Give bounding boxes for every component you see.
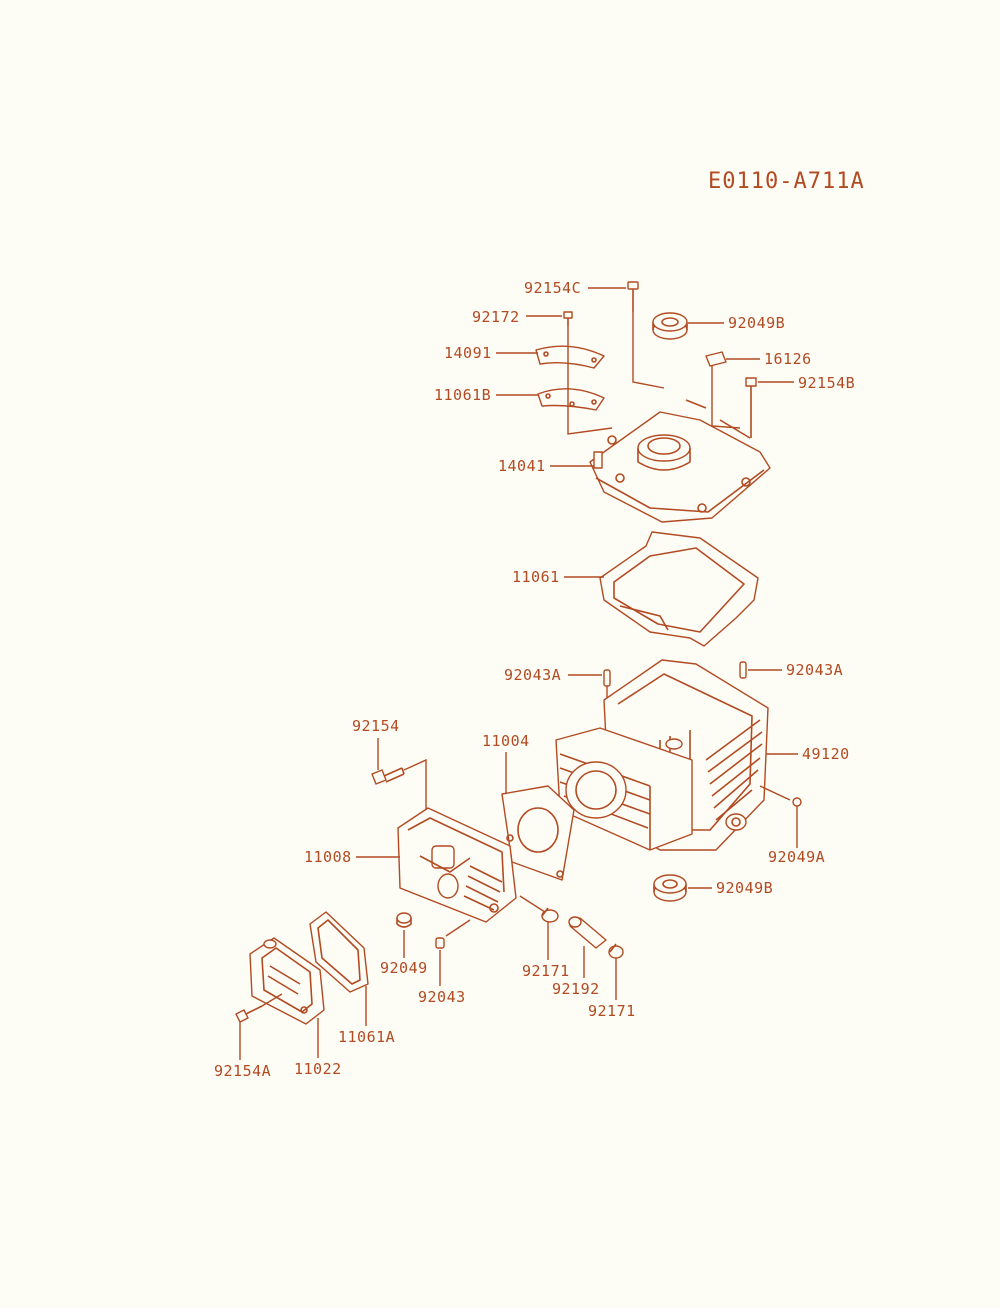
callout-49120[interactable]: 49120 <box>766 745 850 763</box>
callout-14041[interactable]: 14041 <box>498 457 594 475</box>
connector-line <box>445 919 471 937</box>
svg-text:92049B: 92049B <box>728 314 785 332</box>
callout-92049[interactable]: 92049 <box>380 930 428 977</box>
part-dowel-92043 <box>435 937 445 949</box>
connector-line <box>261 993 283 1007</box>
callout-11008[interactable]: 11008 <box>304 848 400 866</box>
callout-92049b[interactable]: 92049B <box>688 314 785 332</box>
part-valve-cover-11022 <box>249 937 325 1025</box>
callout-11061b[interactable]: 11061B <box>434 386 538 404</box>
callout-11022[interactable]: 11022 <box>294 1018 342 1078</box>
svg-text:11004: 11004 <box>482 732 530 750</box>
svg-text:92043: 92043 <box>418 988 466 1006</box>
part-seal-92049b-top <box>652 312 688 340</box>
svg-text:92154C: 92154C <box>524 279 581 297</box>
callout-92154[interactable]: 92154 <box>352 717 400 770</box>
part-gasket-11061 <box>599 531 759 647</box>
part-hose-92192 <box>568 916 607 949</box>
part-gasket-11061b <box>537 388 605 411</box>
part-seal-92049b-bottom <box>653 874 687 902</box>
callout-92154a[interactable]: 92154A <box>214 1022 271 1080</box>
callout-92171-left[interactable]: 92171 <box>522 922 570 980</box>
callout-92043a-left[interactable]: 92043A <box>504 666 602 684</box>
diagram-code: E0110-A711A <box>708 169 865 194</box>
part-plug-92049a <box>792 797 802 807</box>
callout-92043a-right[interactable]: 92043A <box>748 661 843 679</box>
svg-text:11061A: 11061A <box>338 1028 395 1046</box>
svg-text:16126: 16126 <box>764 350 812 368</box>
callout-92049a[interactable]: 92049A <box>768 806 825 866</box>
svg-text:14091: 14091 <box>444 344 492 362</box>
svg-text:92154B: 92154B <box>798 374 855 392</box>
connector-line <box>567 326 613 435</box>
svg-text:92043A: 92043A <box>504 666 561 684</box>
part-clamp-92171-left <box>541 907 559 923</box>
callout-92043[interactable]: 92043 <box>418 950 466 1006</box>
part-dowel-92043a-right <box>739 661 747 679</box>
part-plate-14091 <box>535 345 605 369</box>
svg-text:92049: 92049 <box>380 959 428 977</box>
part-bolt-92154b <box>745 377 757 438</box>
svg-text:92172: 92172 <box>472 308 520 326</box>
svg-text:92154A: 92154A <box>214 1062 271 1080</box>
svg-text:92043A: 92043A <box>786 661 843 679</box>
part-bolt-92154c <box>627 281 639 312</box>
callout-16126[interactable]: 16126 <box>726 350 812 368</box>
svg-text:92049B: 92049B <box>716 879 773 897</box>
connector-line <box>711 366 741 429</box>
callout-92154c[interactable]: 92154C <box>524 279 626 297</box>
callout-92172[interactable]: 92172 <box>472 308 562 326</box>
part-bolt-92154 <box>371 767 405 785</box>
svg-text:92171: 92171 <box>588 1002 636 1020</box>
svg-text:92171: 92171 <box>522 962 570 980</box>
svg-text:11061: 11061 <box>512 568 560 586</box>
callout-11061a[interactable]: 11061A <box>338 986 395 1046</box>
svg-text:11061B: 11061B <box>434 386 491 404</box>
svg-text:92049A: 92049A <box>768 848 825 866</box>
callout-92049b-lower[interactable]: 92049B <box>688 879 773 897</box>
part-clamp-92171-right <box>608 943 624 959</box>
svg-text:11022: 11022 <box>294 1060 342 1078</box>
part-dowel-92043a-left <box>603 669 611 687</box>
callout-92171-right[interactable]: 92171 <box>588 958 636 1020</box>
connector-line <box>632 312 665 389</box>
part-screw-92172 <box>563 311 573 326</box>
callout-11004[interactable]: 11004 <box>482 732 530 794</box>
callout-92192[interactable]: 92192 <box>552 946 600 998</box>
part-cylinder-block <box>555 727 693 851</box>
connector-line <box>519 895 549 915</box>
part-cover-14041 <box>589 399 771 523</box>
connector-line <box>759 785 791 801</box>
part-gasket-11061a <box>309 911 369 993</box>
part-bolt-92154a <box>235 1005 263 1023</box>
svg-text:92154: 92154 <box>352 717 400 735</box>
svg-text:14041: 14041 <box>498 457 546 475</box>
callout-14091[interactable]: 14091 <box>444 344 538 362</box>
part-cylinder-head-11008 <box>397 807 517 923</box>
svg-text:11008: 11008 <box>304 848 352 866</box>
svg-text:92192: 92192 <box>552 980 600 998</box>
part-plug-92049 <box>396 912 412 928</box>
callout-92154b[interactable]: 92154B <box>758 374 855 392</box>
part-plate-16126 <box>705 351 727 367</box>
svg-text:49120: 49120 <box>802 745 850 763</box>
callout-11061[interactable]: 11061 <box>512 568 604 586</box>
